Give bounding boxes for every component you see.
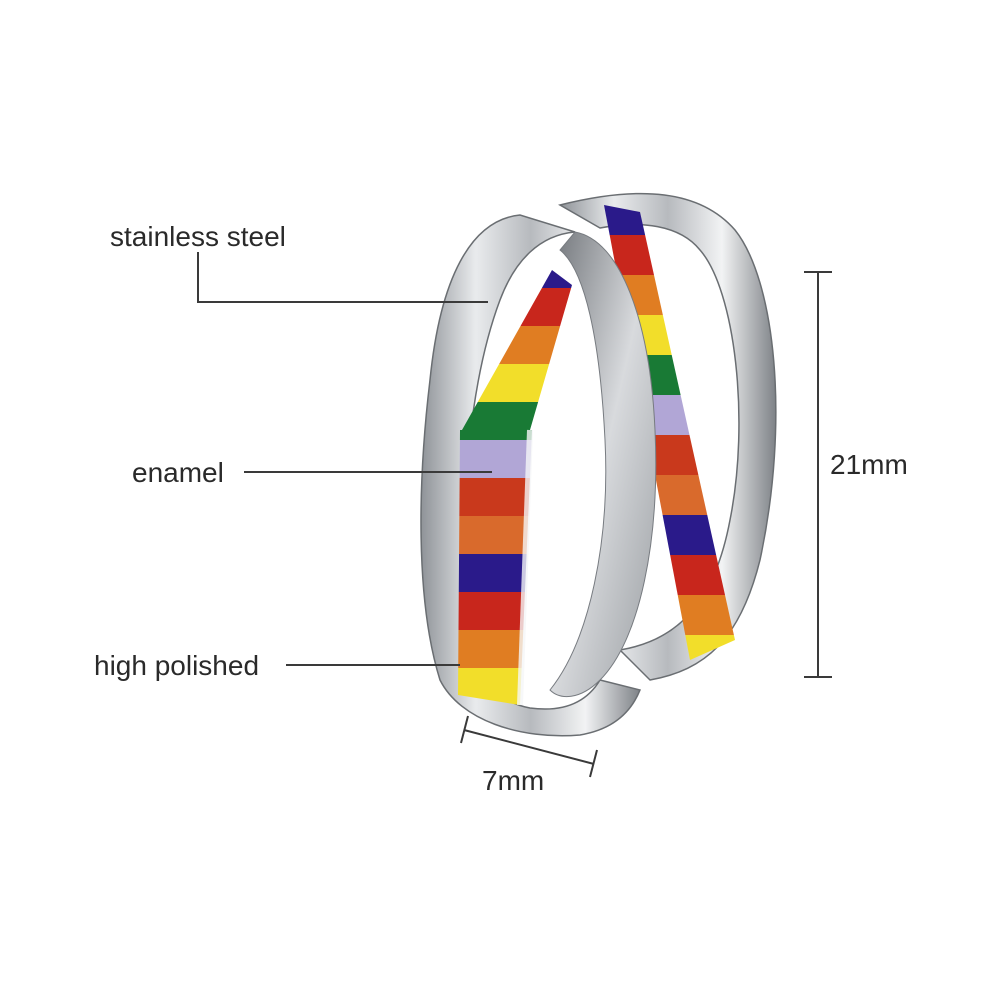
- callout-high-polished: high polished: [94, 650, 460, 681]
- callout-stainless-steel: stainless steel: [110, 221, 488, 303]
- stainless-steel-label: stainless steel: [110, 221, 286, 252]
- height-dimension: 21mm: [804, 271, 908, 678]
- stainless-steel-leader-line: [197, 252, 488, 303]
- enamel-stripe: [670, 595, 735, 635]
- width-dimension-cap-left: [460, 715, 469, 744]
- high-polished-label: high polished: [94, 650, 259, 681]
- width-dimension-label: 7mm: [482, 765, 544, 796]
- enamel-stripe: [678, 635, 735, 660]
- enamel-stripe: [646, 475, 735, 515]
- enamel-stripe: [638, 435, 735, 475]
- front-ring-body: [420, 214, 642, 737]
- front-ring-edge: [517, 429, 533, 706]
- front-enamel-band: [458, 270, 572, 705]
- width-dimension: 7mm: [460, 715, 598, 796]
- enamel-label: enamel: [132, 457, 224, 488]
- height-dimension-label: 21mm: [830, 449, 908, 480]
- width-dimension-cap-right: [589, 749, 598, 778]
- ring-illustration: [420, 192, 854, 737]
- enamel-stripe: [662, 555, 735, 595]
- enamel-stripe: [686, 675, 854, 715]
- callout-enamel: enamel: [132, 457, 492, 488]
- back-ring-body: [558, 192, 777, 681]
- width-dimension-line: [463, 729, 595, 765]
- inner-ring-surface: [549, 231, 657, 698]
- enamel-stripe: [654, 515, 735, 555]
